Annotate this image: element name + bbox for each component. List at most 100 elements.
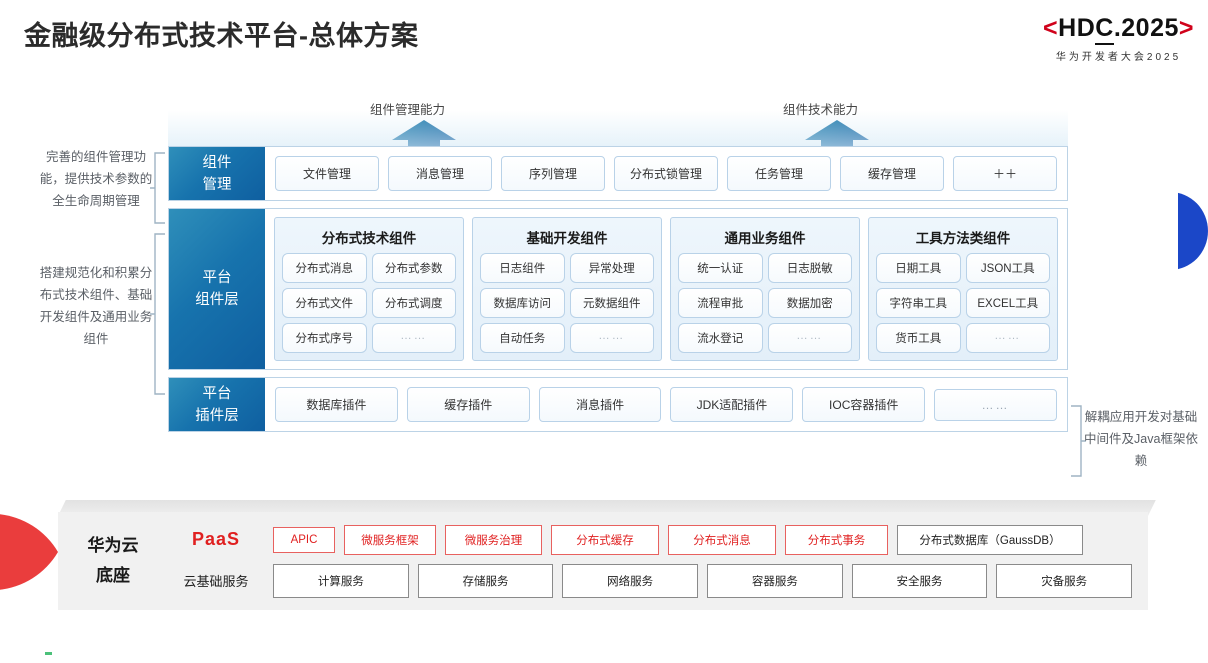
layer-body-component-management: 文件管理 消息管理 序列管理 分布式锁管理 任务管理 缓存管理 ＋＋ <box>265 147 1067 200</box>
pill-distributed-cache[interactable]: 分布式缓存 <box>551 524 659 555</box>
pill-microservice-framework[interactable]: 微服务框架 <box>344 524 436 555</box>
cell-unified-auth[interactable]: 统一认证 <box>678 253 763 283</box>
cell-date-util[interactable]: 日期工具 <box>876 253 961 283</box>
pill-compute-service[interactable]: 计算服务 <box>273 563 409 598</box>
chip-distributed-lock[interactable]: 分布式锁管理 <box>614 156 718 191</box>
layer-label-line-1: 平台 <box>202 270 232 286</box>
cell-process-approval[interactable]: 流程审批 <box>678 288 763 318</box>
cell-auto-task[interactable]: 自动任务 <box>480 323 565 353</box>
side-note-right-1: 解耦应用开发对基础中间件及Java框架依赖 <box>1084 410 1198 468</box>
cell-exception-handler[interactable]: 异常处理 <box>569 253 654 283</box>
layer-label-platform-plugin: 平台 插件层 <box>169 378 265 431</box>
bracket-left-1 <box>150 152 166 224</box>
group-grid-distributed-tech: 分布式消息 分布式参数 分布式文件 分布式调度 分布式序号 …… <box>282 253 456 353</box>
base-rows: PaaS APIC 微服务框架 微服务治理 分布式缓存 分布式消息 分布式事务 … <box>168 524 1148 598</box>
base-panel: 华为云 底座 PaaS APIC 微服务框架 微服务治理 分布式缓存 分布式消息… <box>58 512 1148 610</box>
cell-transaction-log[interactable]: 流水登记 <box>678 323 763 353</box>
chip-jdk-plugin[interactable]: JDK适配插件 <box>670 387 794 422</box>
huawei-cloud-base: 华为云 底座 PaaS APIC 微服务框架 微服务治理 分布式缓存 分布式消息… <box>58 500 1156 610</box>
bracket-right-1 <box>1070 405 1086 477</box>
pill-microservice-governance[interactable]: 微服务治理 <box>445 524 542 555</box>
pill-network-service[interactable]: 网络服务 <box>562 563 699 598</box>
cell-string-util[interactable]: 字符串工具 <box>876 288 961 318</box>
layer-body-platform-component: 分布式技术组件 分布式消息 分布式参数 分布式文件 分布式调度 分布式序号 ……… <box>265 209 1067 369</box>
architecture-diagram: 组件 管理 文件管理 消息管理 序列管理 分布式锁管理 任务管理 缓存管理 ＋＋… <box>168 146 1068 439</box>
chip-cache-plugin[interactable]: 缓存插件 <box>406 387 530 422</box>
cell-more-2[interactable]: …… <box>569 323 654 353</box>
layer-label-platform-component: 平台 组件层 <box>169 209 265 369</box>
cell-log-masking[interactable]: 日志脱敏 <box>767 253 852 283</box>
layer-label-line-1: 平台 <box>202 385 232 402</box>
cell-more-1[interactable]: …… <box>371 323 456 353</box>
red-wedge-decoration <box>0 512 60 592</box>
chip-ioc-plugin[interactable]: IOC容器插件 <box>802 387 926 422</box>
base-row-paas: PaaS APIC 微服务框架 微服务治理 分布式缓存 分布式消息 分布式事务 … <box>168 524 1132 555</box>
layer-label-component-management: 组件 管理 <box>169 147 265 200</box>
pill-distributed-transaction[interactable]: 分布式事务 <box>785 524 888 555</box>
base-row-tag-cloud: 云基础服务 <box>183 574 249 589</box>
cell-distributed-file[interactable]: 分布式文件 <box>282 288 367 318</box>
hdc-logo-subtitle: 华为开发者大会2025 <box>1055 52 1182 63</box>
cell-distributed-schedule[interactable]: 分布式调度 <box>371 288 456 318</box>
layer-body-platform-plugin: 数据库插件 缓存插件 消息插件 JDK适配插件 IOC容器插件 …… <box>265 378 1067 431</box>
base-row-cloud-services: 云基础服务 计算服务 存储服务 网络服务 容器服务 安全服务 灾备服务 <box>168 563 1133 598</box>
logo-bracket-right-icon: > <box>1178 14 1194 42</box>
pill-security-service[interactable]: 安全服务 <box>851 563 988 598</box>
logo-bracket-left-icon: < <box>1043 14 1059 42</box>
group-grid-utility-methods: 日期工具 JSON工具 字符串工具 EXCEL工具 货币工具 …… <box>876 253 1050 353</box>
blue-crescent-decoration <box>1178 192 1208 270</box>
base-label: 华为云 底座 <box>58 531 168 591</box>
pill-distributed-database[interactable]: 分布式数据库（GaussDB） <box>897 524 1083 555</box>
base-label-line-2: 底座 <box>96 566 130 585</box>
chip-add-more[interactable]: ＋＋ <box>953 156 1057 191</box>
chip-sequence-management[interactable]: 序列管理 <box>501 156 605 191</box>
chip-task-management[interactable]: 任务管理 <box>727 156 831 191</box>
bracket-left-2 <box>150 233 166 395</box>
cell-more-3[interactable]: …… <box>767 323 852 353</box>
cell-distributed-message[interactable]: 分布式消息 <box>282 253 367 283</box>
cell-distributed-config[interactable]: 分布式参数 <box>371 253 456 283</box>
chip-message-plugin[interactable]: 消息插件 <box>538 387 662 422</box>
base-row-tag-paas: PaaS <box>191 529 241 549</box>
group-grid-basic-dev: 日志组件 异常处理 数据库访问 元数据组件 自动任务 …… <box>480 253 654 353</box>
group-distributed-tech: 分布式技术组件 分布式消息 分布式参数 分布式文件 分布式调度 分布式序号 …… <box>274 217 464 361</box>
pill-apic[interactable]: APIC <box>273 526 335 553</box>
chip-file-management[interactable]: 文件管理 <box>275 156 379 191</box>
group-common-business: 通用业务组件 统一认证 日志脱敏 流程审批 数据加密 流水登记 …… <box>670 217 860 361</box>
cell-distributed-serial[interactable]: 分布式序号 <box>282 323 367 353</box>
cell-excel-util[interactable]: EXCEL工具 <box>965 288 1050 318</box>
chip-cache-management[interactable]: 缓存管理 <box>840 156 944 191</box>
group-title-common-business: 通用业务组件 <box>724 231 806 246</box>
group-title-utility-methods: 工具方法类组件 <box>915 231 1011 246</box>
cell-data-encryption[interactable]: 数据加密 <box>767 288 852 318</box>
layer-platform-component: 平台 组件层 分布式技术组件 分布式消息 分布式参数 分布式文件 分布式调度 分… <box>168 208 1068 370</box>
green-marker-decoration <box>45 652 52 655</box>
cell-currency-util[interactable]: 货币工具 <box>876 323 961 353</box>
pill-storage-service[interactable]: 存储服务 <box>417 563 554 598</box>
chip-more-plugin[interactable]: …… <box>934 388 1057 421</box>
chip-message-management[interactable]: 消息管理 <box>388 156 492 191</box>
group-utility-methods: 工具方法类组件 日期工具 JSON工具 字符串工具 EXCEL工具 货币工具 …… <box>868 217 1058 361</box>
layer-label-line-2: 管理 <box>202 176 232 193</box>
pill-dr-service[interactable]: 灾备服务 <box>996 563 1133 598</box>
group-basic-dev: 基础开发组件 日志组件 异常处理 数据库访问 元数据组件 自动任务 …… <box>472 217 662 361</box>
hdc-logo-main: <HDC.2025> <box>1043 14 1194 45</box>
layer-label-line-2: 组件层 <box>195 292 239 308</box>
cell-log-component[interactable]: 日志组件 <box>480 253 565 283</box>
pill-container-service[interactable]: 容器服务 <box>707 563 843 598</box>
logo-text-prefix: HD <box>1058 14 1096 42</box>
pill-distributed-message[interactable]: 分布式消息 <box>668 524 776 555</box>
layer-component-management: 组件 管理 文件管理 消息管理 序列管理 分布式锁管理 任务管理 缓存管理 ＋＋ <box>168 146 1068 201</box>
base-label-line-1: 华为云 <box>87 536 139 555</box>
chip-db-plugin[interactable]: 数据库插件 <box>275 387 398 422</box>
cell-db-access[interactable]: 数据库访问 <box>480 288 565 318</box>
group-grid-common-business: 统一认证 日志脱敏 流程审批 数据加密 流水登记 …… <box>678 253 852 353</box>
group-title-distributed-tech: 分布式技术组件 <box>321 231 417 246</box>
layer-label-line-2: 插件层 <box>195 407 239 424</box>
hdc-logo: <HDC.2025> 华为开发者大会2025 <box>1043 14 1194 63</box>
cell-more-4[interactable]: …… <box>965 323 1050 353</box>
side-note-left-2: 搭建规范化和积累分布式技术组件、基础开发组件及通用业务组件 <box>39 266 153 346</box>
cell-metadata[interactable]: 元数据组件 <box>569 288 654 318</box>
cell-json-util[interactable]: JSON工具 <box>965 253 1050 283</box>
page-title: 金融级分布式技术平台-总体方案 <box>24 21 419 51</box>
